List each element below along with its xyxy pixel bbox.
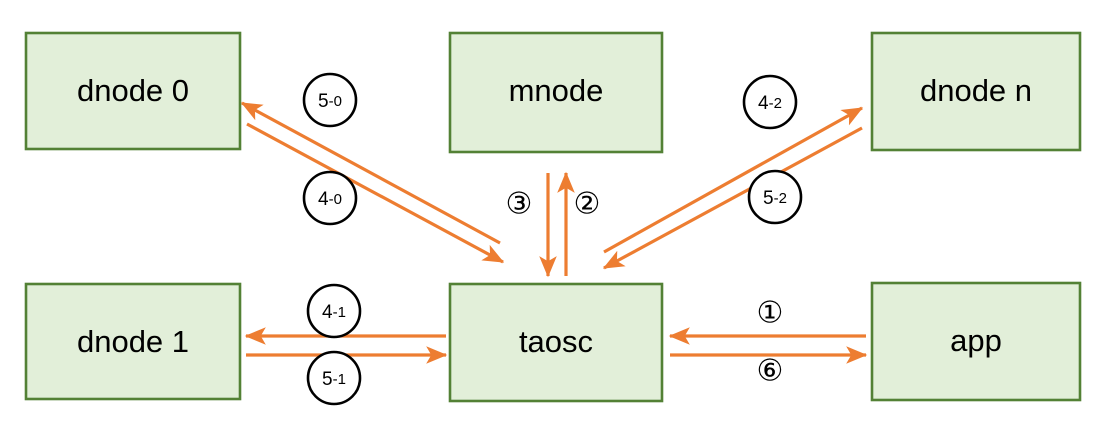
badge-label: 4-2: [758, 93, 782, 114]
node-app[interactable]: app: [870, 281, 1082, 402]
badge-label: 5-1: [322, 369, 346, 390]
node-box: [870, 31, 1082, 152]
badge-circle: [302, 72, 358, 128]
badge-circle: [306, 350, 362, 406]
badge-label: 4-0: [318, 189, 342, 210]
node-label: dnode n: [920, 73, 1032, 108]
badge-circle: [742, 74, 798, 130]
node-taosc[interactable]: taosc: [448, 282, 664, 403]
node-box: [448, 31, 664, 154]
badge-label: 5-0: [318, 91, 342, 112]
node-dnode1[interactable]: dnode 1: [24, 282, 242, 401]
arrow-4-0: [246, 122, 505, 264]
badge-circle: [747, 169, 803, 225]
node-label: app: [950, 323, 1002, 358]
badge-5-1: 5-1: [306, 350, 362, 406]
node-dnoden[interactable]: dnode n: [870, 31, 1082, 152]
badge-label: 5-2: [763, 188, 787, 209]
badge-4-0: 4-0: [302, 170, 358, 226]
node-mnode[interactable]: mnode: [448, 31, 664, 154]
badge-4-1: 4-1: [306, 283, 362, 339]
badge-circle: [302, 170, 358, 226]
badge-circle: [306, 283, 362, 339]
arrow-4-2: [603, 106, 864, 254]
node-label: dnode 1: [77, 324, 189, 359]
node-box: [24, 282, 242, 401]
badge-1: ①: [757, 296, 784, 331]
node-box: [24, 31, 242, 151]
badge-2: ②: [574, 187, 601, 222]
badge-3: ③: [506, 187, 533, 222]
node-label: dnode 0: [77, 73, 189, 108]
node-label: mnode: [509, 73, 604, 108]
badge-5-2: 5-2: [747, 169, 803, 225]
badge-4-2: 4-2: [742, 74, 798, 130]
node-box: [870, 281, 1082, 402]
badge-label: 4-1: [322, 302, 346, 323]
arrow-5-2: [602, 126, 863, 270]
badge-5-0: 5-0: [302, 72, 358, 128]
node-dnode0[interactable]: dnode 0: [24, 31, 242, 151]
arrow-5-0: [240, 101, 501, 245]
badge-6: ⑥: [757, 354, 784, 389]
node-label: taosc: [519, 324, 593, 359]
node-box: [448, 282, 664, 403]
